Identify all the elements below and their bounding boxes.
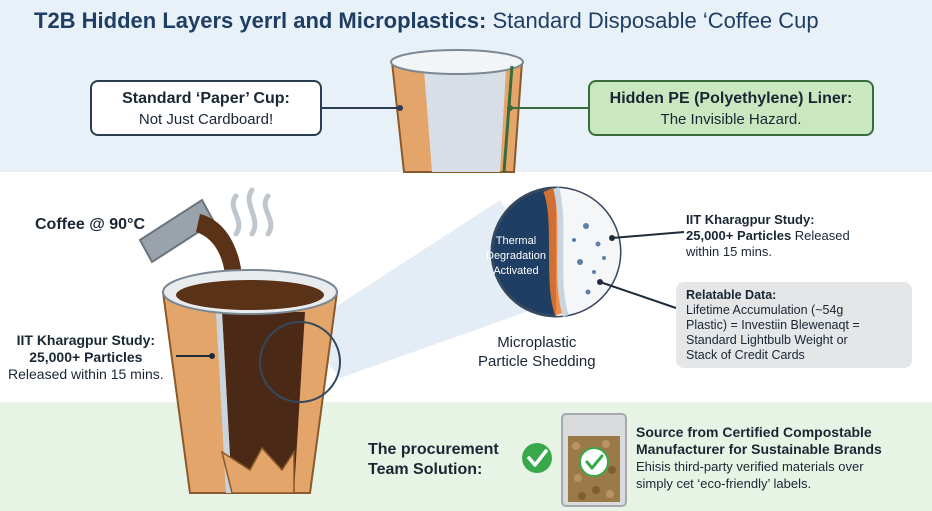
pe-liner-text: The Invisible Hazard. <box>660 111 802 128</box>
title-main: T2B Hidden Layers yerrl and Microplastic… <box>34 8 487 33</box>
compostable-bag-illustration <box>561 413 627 507</box>
top-cup-illustration <box>390 49 524 173</box>
right-study-count: 25,000+ Particles <box>686 228 792 243</box>
thermal-degradation-label: Thermal Degradation Activated <box>486 234 546 279</box>
relatable-line4: Stack of Credit Cards <box>686 348 805 362</box>
left-study-heading: IIT Kharagpur Study: <box>16 332 156 348</box>
solution-heading-line2: Manufacturer for Sustainable Brands <box>636 441 882 457</box>
solution-text-line2: simply cet ‘eco-friendly’ labels. <box>636 476 812 491</box>
left-study-detail: Released within 15 mins. <box>8 366 164 382</box>
solution-title-line1: The procurement <box>368 441 499 458</box>
right-study-leader <box>611 231 685 239</box>
solution-details: Source from Certified Compostable Manufa… <box>636 424 882 492</box>
thermal-line3: Activated <box>493 265 539 277</box>
zoom-focus-ring <box>259 321 341 403</box>
right-study-count-suffix: Released <box>791 228 850 243</box>
solution-heading-line1: Source from Certified Compostable <box>636 424 872 440</box>
relatable-line3: Standard Lightbulb Weight or <box>686 333 848 347</box>
relatable-heading: Relatable Data: <box>686 288 777 302</box>
check-icon <box>522 443 552 473</box>
microplastic-caption: Microplastic Particle Shedding <box>478 333 596 371</box>
coffee-temperature-label: Coffee @ 90°C <box>35 216 146 233</box>
relatable-data-box: Relatable Data: Lifetime Accumulation (~… <box>676 282 912 368</box>
microplastic-caption-line2: Particle Shedding <box>478 353 596 370</box>
relatable-line2: Plastic) = Investiin Blewenaqt = <box>686 318 860 332</box>
pe-liner-callout: Hidden PE (Polyethylene) Liner: The Invi… <box>588 80 874 136</box>
paper-cup-heading: Standard ‘Paper’ Cup: <box>122 90 290 107</box>
thermal-line2: Degradation <box>486 250 546 262</box>
main-cup-illustration <box>161 269 339 494</box>
solution-title: The procurement Team Solution: <box>368 440 499 480</box>
solution-title-line2: Team Solution: <box>368 461 483 478</box>
relatable-leader <box>599 281 677 309</box>
title-sub: Standard Disposable ‘Coffee Cup <box>492 8 819 33</box>
page-title: T2B Hidden Layers yerrl and Microplastic… <box>34 8 819 34</box>
thermal-line1: Thermal <box>495 235 537 247</box>
relatable-line1: Lifetime Accumulation (~54g <box>686 303 844 317</box>
solution-text-line1: Ehisis third-party verified materials ov… <box>636 459 864 474</box>
steam-icon <box>230 187 274 237</box>
paper-cup-text: Not Just Cardboard! <box>138 111 274 128</box>
pe-liner-heading: Hidden PE (Polyethylene) Liner: <box>609 90 853 107</box>
left-study-count: 25,000+ Particles <box>29 349 143 365</box>
right-study-callout: IIT Kharagpur Study: 25,000+ Particles R… <box>686 212 850 260</box>
left-study-callout: IIT Kharagpur Study: 25,000+ Particles R… <box>8 332 164 383</box>
zoom-circle <box>490 186 622 318</box>
microplastic-caption-line1: Microplastic <box>497 334 577 351</box>
right-study-detail: within 15 mins. <box>686 244 772 259</box>
right-study-heading: IIT Kharagpur Study: <box>686 212 815 227</box>
paper-cup-callout: Standard ‘Paper’ Cup: Not Just Cardboard… <box>90 80 322 136</box>
bottom-band <box>0 402 932 511</box>
